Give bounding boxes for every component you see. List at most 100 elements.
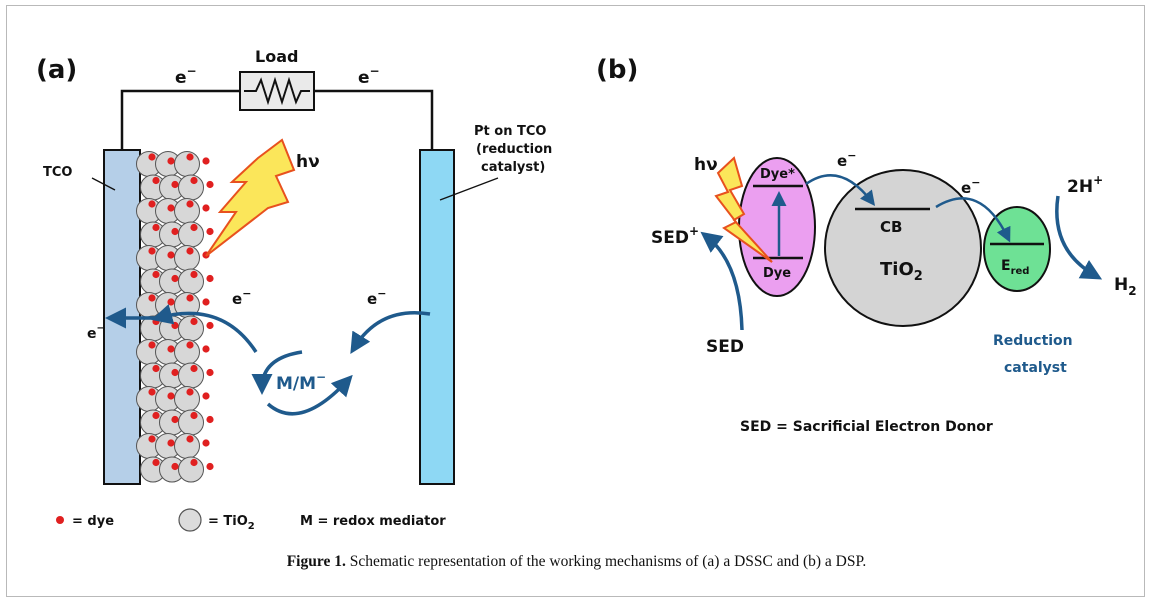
dye-dot — [148, 435, 156, 443]
dye-dot — [186, 247, 194, 255]
load-label: Load — [255, 47, 298, 66]
electron-mid-right: e− — [367, 287, 386, 308]
dye-dot — [186, 388, 194, 396]
dye-dot — [186, 200, 194, 208]
figure-frame — [6, 5, 1145, 597]
dye-dot — [152, 411, 160, 420]
mediator-label: M/M− — [276, 370, 326, 394]
electron-top-right: e− — [358, 64, 380, 88]
tio2-label-b: TiO2 — [880, 259, 923, 284]
legend-tio2: = TiO2 — [208, 514, 255, 532]
dye-dot — [190, 176, 198, 185]
dye-dot — [206, 462, 214, 471]
dye-dot — [171, 227, 179, 236]
electron-top-left: e− — [175, 64, 197, 88]
dye-dot — [206, 321, 214, 330]
panel-b-label: (b) — [596, 55, 638, 85]
tio2-particle — [824, 169, 982, 327]
legend-dye-marker — [56, 516, 64, 524]
dye-dot — [171, 462, 179, 471]
dye-dot — [148, 341, 156, 349]
reduction-catalyst-line1: Reduction — [993, 333, 1073, 349]
panel-a: (a) Load e− e− TCO Pt on TCO (reduction … — [36, 47, 552, 532]
caption-text: Schematic representation of the working … — [345, 553, 867, 570]
electron-electrode: e− — [87, 323, 105, 342]
dye-dot — [167, 251, 175, 259]
figure-label: Figure 1. — [286, 553, 346, 570]
dye-dot — [190, 364, 198, 373]
proton-reduction-arrow — [1055, 195, 1103, 280]
dye-dot — [167, 204, 175, 212]
pt-label-line3: catalyst) — [481, 160, 545, 175]
tio2-particle-layer — [136, 151, 214, 483]
reduction-catalyst-line2: catalyst — [1004, 360, 1067, 376]
dye-dot — [186, 153, 194, 161]
dye-dot — [206, 274, 214, 283]
dye-dot — [167, 298, 175, 306]
dye-dot — [171, 274, 179, 283]
dye-dot — [202, 204, 210, 212]
figure-caption: Figure 1. Schematic representation of th… — [0, 553, 1153, 571]
dye-dot — [152, 458, 160, 467]
reduction-arrow — [350, 311, 431, 354]
dye-dot — [206, 227, 214, 236]
sed-plus-label: SED+ — [651, 224, 699, 248]
dye-dot — [202, 392, 210, 400]
pt-counter-electrode — [419, 149, 455, 485]
tco-label: TCO — [43, 165, 72, 180]
mediator-cycle-arrow-left — [251, 350, 303, 395]
dye-dot — [190, 317, 198, 326]
dye-dot — [152, 364, 160, 373]
circuit-wire — [120, 89, 434, 150]
dye-dot — [171, 321, 179, 330]
hv-label-b: hν — [694, 155, 718, 175]
dye-dot — [167, 439, 175, 447]
dye-dot — [148, 200, 156, 208]
tco-pointer — [91, 177, 116, 191]
dye-dot — [171, 415, 179, 424]
electron-1: e− — [837, 149, 856, 170]
light-bolt-icon-b — [714, 156, 773, 263]
electron-mid-left: e− — [232, 287, 251, 308]
dye-dot — [206, 180, 214, 189]
two-h-label: 2H+ — [1067, 173, 1103, 197]
panel-a-label: (a) — [36, 55, 77, 85]
legend-mediator: M = redox mediator — [300, 514, 446, 529]
mediator-cycle-arrow-right — [266, 374, 353, 416]
dye-dot — [190, 411, 198, 420]
dye-dot — [148, 247, 156, 255]
panel-b: (b) CB TiO2 Dye* Dye Ered hν e− e− 2H+ H… — [596, 55, 1137, 435]
sed-definition: SED = Sacrificial Electron Donor — [740, 419, 993, 435]
dye-dot — [171, 368, 179, 377]
dye-dot — [190, 223, 198, 232]
dye-star-label: Dye* — [760, 167, 795, 182]
dye-dot — [202, 157, 210, 165]
sed-oxidation-arrow — [700, 231, 744, 331]
dye-dot — [152, 223, 160, 232]
dye-dot — [167, 345, 175, 353]
dye-dot — [148, 388, 156, 396]
dye-dot — [186, 294, 194, 302]
dye-dot — [186, 435, 194, 443]
dye-dot — [186, 341, 194, 349]
dye-dot — [152, 270, 160, 279]
dye-dot — [202, 345, 210, 353]
injection-arrow-b — [805, 174, 876, 206]
dye-dot — [148, 153, 156, 161]
h2-label: H2 — [1114, 275, 1137, 298]
cb-label: CB — [880, 218, 902, 236]
legend-dye: = dye — [72, 514, 114, 529]
dye-dot — [167, 157, 175, 165]
dye-dot — [190, 270, 198, 279]
dye-dot — [171, 180, 179, 189]
dye-label: Dye — [763, 266, 791, 281]
pt-label-line2: (reduction — [476, 142, 552, 157]
dye-dot — [167, 392, 175, 400]
sed-label: SED — [706, 337, 744, 357]
reduction-catalyst — [983, 206, 1051, 292]
regeneration-arrow — [151, 304, 258, 353]
electron-2: e− — [961, 176, 980, 197]
dye-dot — [202, 298, 210, 306]
dye-dot — [202, 439, 210, 447]
